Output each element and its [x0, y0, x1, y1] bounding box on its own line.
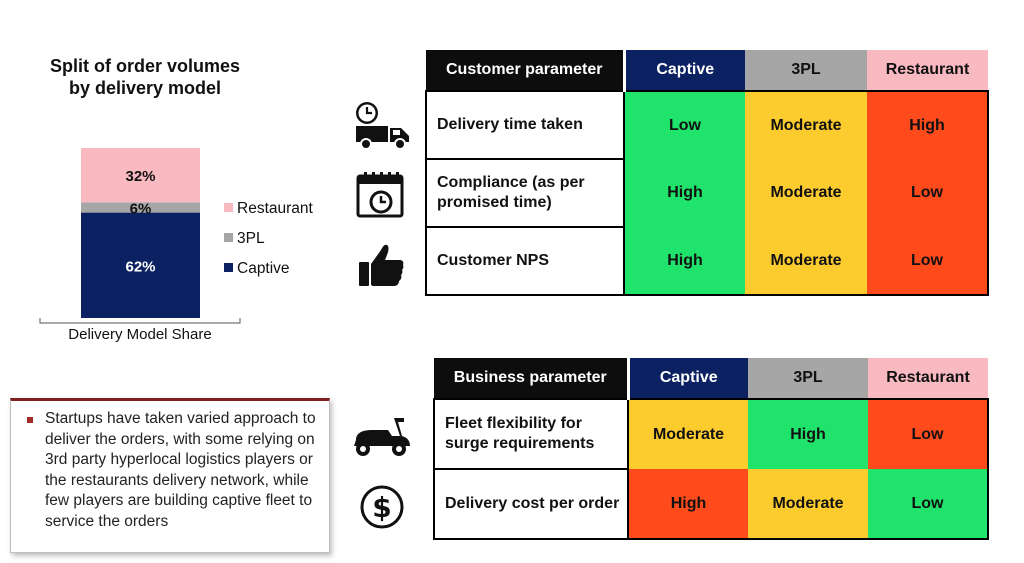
- bar-segment-captive: [81, 212, 200, 318]
- restaurant-rating-cell: Low: [867, 159, 989, 227]
- chart-title: Split of order volumes by delivery model: [20, 55, 270, 99]
- table-header-row: Customer parameter Captive 3PL Restauran…: [426, 50, 988, 91]
- restaurant-rating-cell: High: [867, 90, 989, 159]
- captive-rating-cell: Low: [624, 90, 745, 159]
- scooter-icon: [354, 418, 410, 456]
- parameter-cell: Compliance (as per promised time): [425, 159, 625, 228]
- legend-label-3pl: 3PL: [237, 230, 265, 247]
- captive-rating-cell: High: [628, 469, 748, 540]
- note-box: Startups have taken varied approach to d…: [10, 398, 330, 553]
- restaurant-rating-cell: Low: [868, 469, 989, 540]
- threepl-rating-cell: High: [748, 398, 868, 469]
- note-text: Startups have taken varied approach to d…: [45, 410, 316, 530]
- chart-title-line-1: Split of order volumes: [49, 56, 241, 76]
- threepl-rating-cell: Moderate: [745, 90, 867, 159]
- header-customer-parameter: Customer parameter: [426, 50, 624, 91]
- dollar-coin-icon: $: [360, 485, 404, 529]
- header-business-parameter: Business parameter: [434, 358, 628, 399]
- svg-text:$: $: [372, 491, 391, 524]
- parameter-cell: Delivery time taken: [425, 90, 625, 160]
- table-header-row: Business parameter Captive 3PL Restauran…: [434, 358, 988, 399]
- data-label-restaurant: 32%: [125, 168, 155, 185]
- bar-segment-3pl: [81, 202, 200, 213]
- header-restaurant: Restaurant: [867, 50, 988, 91]
- threepl-rating-cell: Moderate: [745, 227, 867, 296]
- data-label-3pl: 6%: [130, 201, 152, 218]
- captive-rating-cell: High: [624, 227, 745, 296]
- legend-swatch-restaurant: [224, 203, 233, 212]
- chart-title-line-2: by delivery model: [68, 78, 222, 98]
- bullet-square-icon: [27, 417, 33, 423]
- legend-label-restaurant: Restaurant: [237, 200, 314, 217]
- threepl-rating-cell: Moderate: [745, 159, 867, 227]
- header-3pl: 3PL: [745, 50, 867, 91]
- captive-rating-cell: Moderate: [628, 398, 748, 469]
- legend-label-captive: Captive: [237, 260, 290, 277]
- data-label-captive: 62%: [125, 258, 155, 275]
- header-restaurant: Restaurant: [868, 358, 988, 399]
- legend-swatch-3pl: [224, 233, 233, 242]
- business-parameter-table: Business parameter Captive 3PL Restauran…: [433, 358, 989, 540]
- header-captive: Captive: [626, 358, 748, 399]
- customer-parameter-table: Customer parameter Captive 3PL Restauran…: [425, 50, 989, 296]
- threepl-rating-cell: Moderate: [748, 469, 868, 540]
- calendar-clock-icon: [356, 172, 404, 218]
- restaurant-rating-cell: Low: [867, 227, 989, 296]
- bar-segment-restaurant: [81, 148, 200, 203]
- parameter-cell: Delivery cost per order: [433, 469, 629, 540]
- thumbs-up-icon: [359, 244, 404, 286]
- restaurant-rating-cell: Low: [868, 398, 989, 469]
- x-category-label: Delivery Model Share: [68, 326, 211, 343]
- truck-clock-icon: [356, 102, 409, 150]
- legend-swatch-captive: [224, 263, 233, 272]
- captive-rating-cell: High: [624, 159, 745, 227]
- parameter-cell: Fleet flexibility for surge requirements: [433, 398, 629, 470]
- parameter-cell: Customer NPS: [425, 227, 625, 296]
- x-axis-line: [39, 318, 241, 324]
- stacked-bar-chart: 62% 6% 32% Delivery Model Share Restaurant 3P…: [39, 148, 314, 343]
- header-captive: Captive: [622, 50, 745, 91]
- header-3pl: 3PL: [748, 358, 868, 399]
- table-row: Fleet flexibility for surge requirements…: [433, 398, 989, 470]
